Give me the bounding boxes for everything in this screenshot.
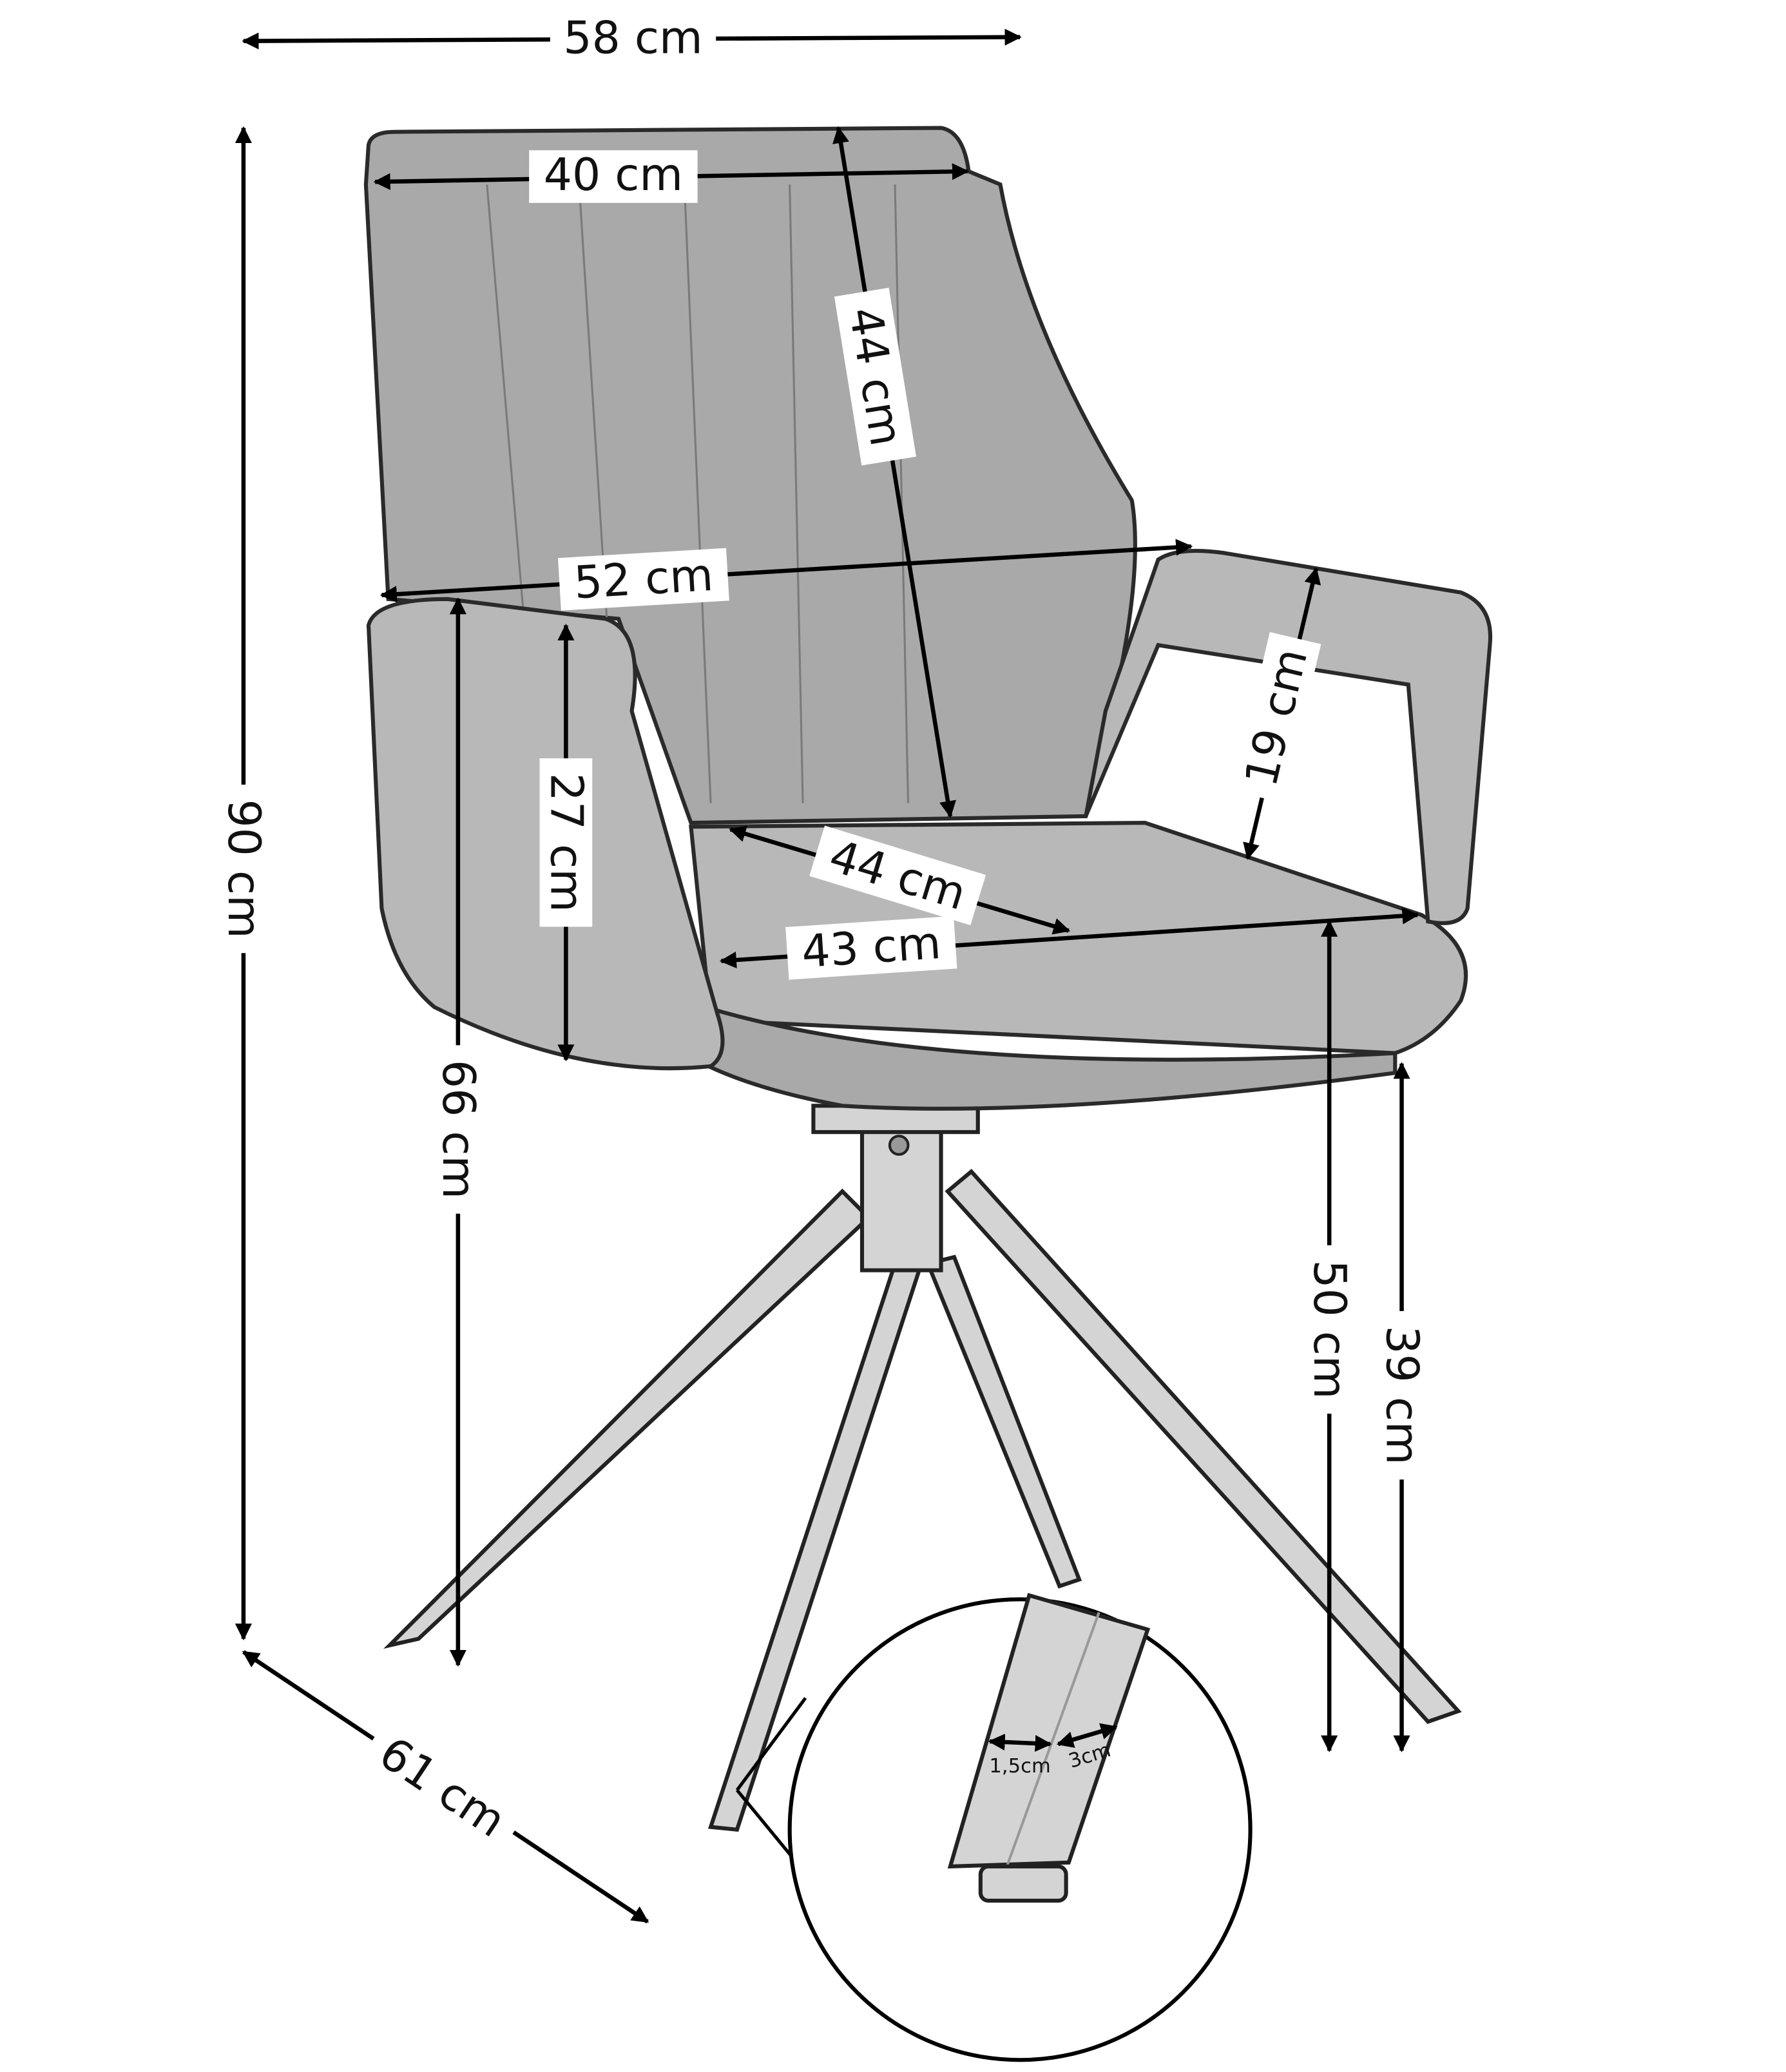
armrest-above-seat-label: 19 cm: [1236, 644, 1318, 791]
overall-width-label: 58 cm: [563, 13, 702, 64]
seat-width-label: 43 cm: [800, 917, 943, 978]
chair-base-legs: [383, 1104, 1462, 1832]
leg-detail-inset: 1,5cm 3cm: [735, 1593, 1253, 2062]
dim-line-backrest-height: [832, 126, 956, 818]
overall-depth-label: 61 cm: [370, 1727, 514, 1848]
between-arms-label: 52 cm: [573, 550, 715, 609]
armrest-height-label: 66 cm: [432, 1060, 484, 1199]
backrest-width-label: 40 cm: [544, 149, 683, 201]
chair-illustration: [363, 126, 1493, 1832]
dim-line-between-arms: [379, 539, 1193, 603]
overall-height-label: 90 cm: [218, 799, 269, 938]
seat-base: [682, 997, 1397, 1111]
underseat-height-label: 39 cm: [1376, 1326, 1428, 1465]
arm-side-height-label: 27 cm: [540, 773, 591, 912]
leg-thickness-label: 1,5cm: [989, 1755, 1050, 1778]
seat-height-label: 50 cm: [1303, 1260, 1355, 1399]
